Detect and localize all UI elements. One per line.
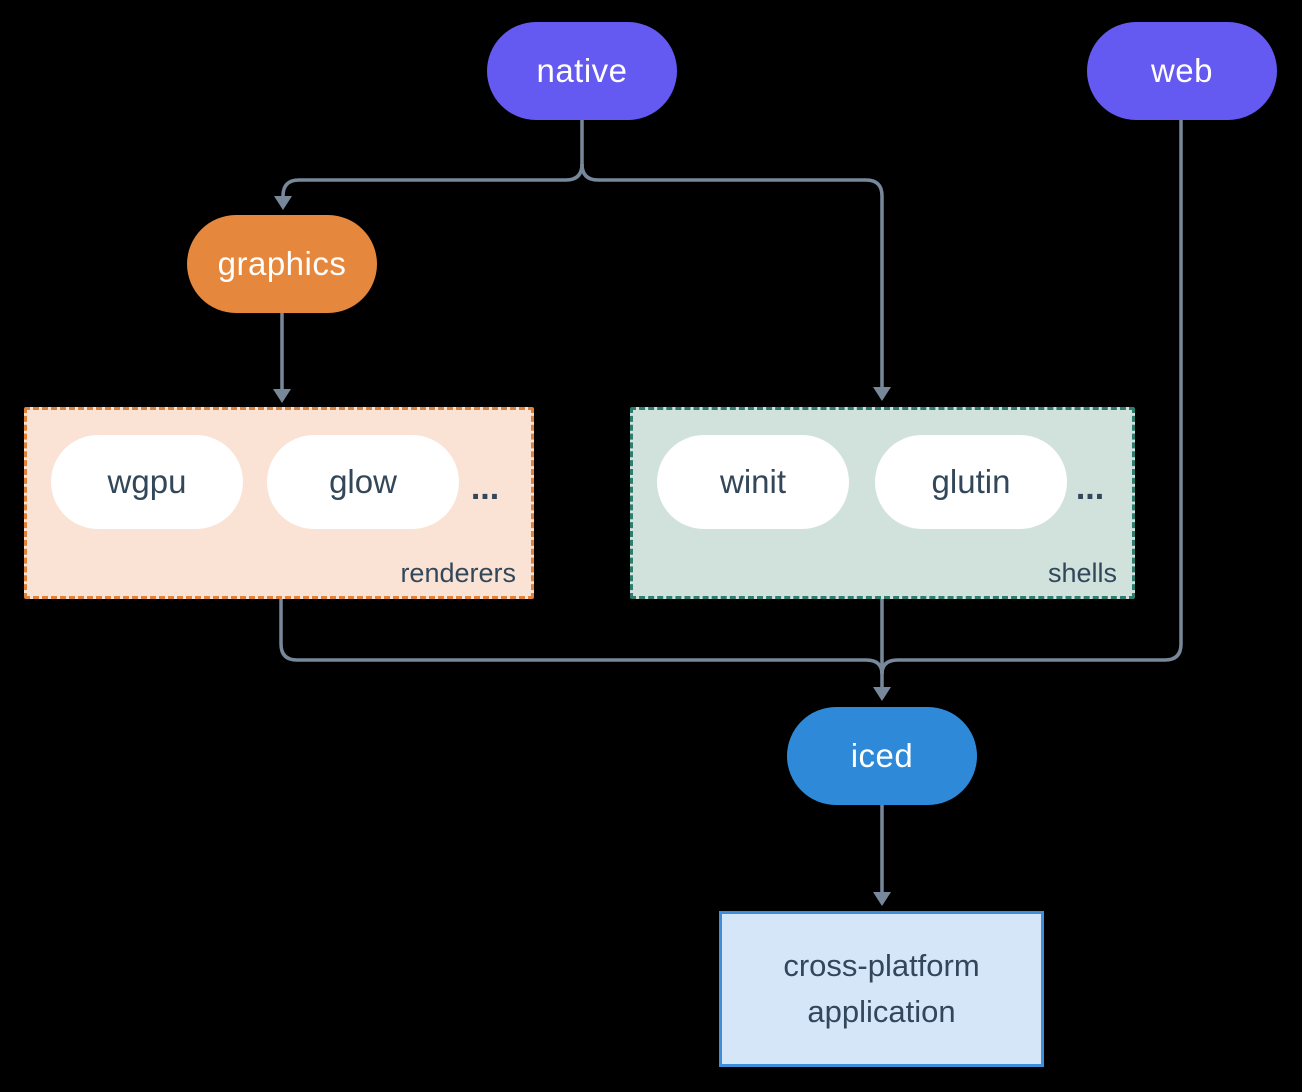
node-glow-label: glow xyxy=(329,463,397,500)
node-iced: iced xyxy=(787,707,977,805)
group-shells-label: shells xyxy=(1047,558,1117,588)
node-native-label: native xyxy=(536,52,628,89)
arrowhead-into-renderers xyxy=(273,389,291,403)
group-shells: winit glutin ... shells xyxy=(630,407,1135,599)
node-cross-platform-application: cross-platform application xyxy=(719,911,1044,1067)
application-label-line2: application xyxy=(807,994,956,1029)
node-web: web xyxy=(1087,22,1277,120)
edge-native-shells xyxy=(580,163,884,390)
node-glow: glow xyxy=(267,435,459,529)
edge-renderers-junction xyxy=(279,599,884,675)
edge-native-graphics xyxy=(281,163,584,198)
node-web-label: web xyxy=(1150,52,1214,89)
node-graphics: graphics xyxy=(187,215,377,313)
node-glutin-label: glutin xyxy=(931,463,1011,500)
arrowhead-into-iced xyxy=(873,687,891,701)
node-winit-label: winit xyxy=(719,463,787,500)
node-iced-label: iced xyxy=(850,737,914,774)
group-renderers-label: renderers xyxy=(400,558,516,588)
node-graphics-label: graphics xyxy=(217,245,347,282)
node-native: native xyxy=(487,22,677,120)
arrowhead-into-shells xyxy=(873,387,891,401)
arrowhead-into-graphics xyxy=(274,196,292,210)
node-wgpu-label: wgpu xyxy=(107,463,187,500)
renderers-ellipsis: ... xyxy=(470,468,500,507)
node-glutin: glutin xyxy=(875,435,1067,529)
node-winit: winit xyxy=(657,435,849,529)
shells-ellipsis: ... xyxy=(1075,468,1105,507)
group-renderers: wgpu glow ... renderers xyxy=(24,407,534,599)
node-wgpu: wgpu xyxy=(51,435,243,529)
arrowhead-into-application xyxy=(873,892,891,906)
application-label-line1: cross-platform xyxy=(783,947,980,983)
